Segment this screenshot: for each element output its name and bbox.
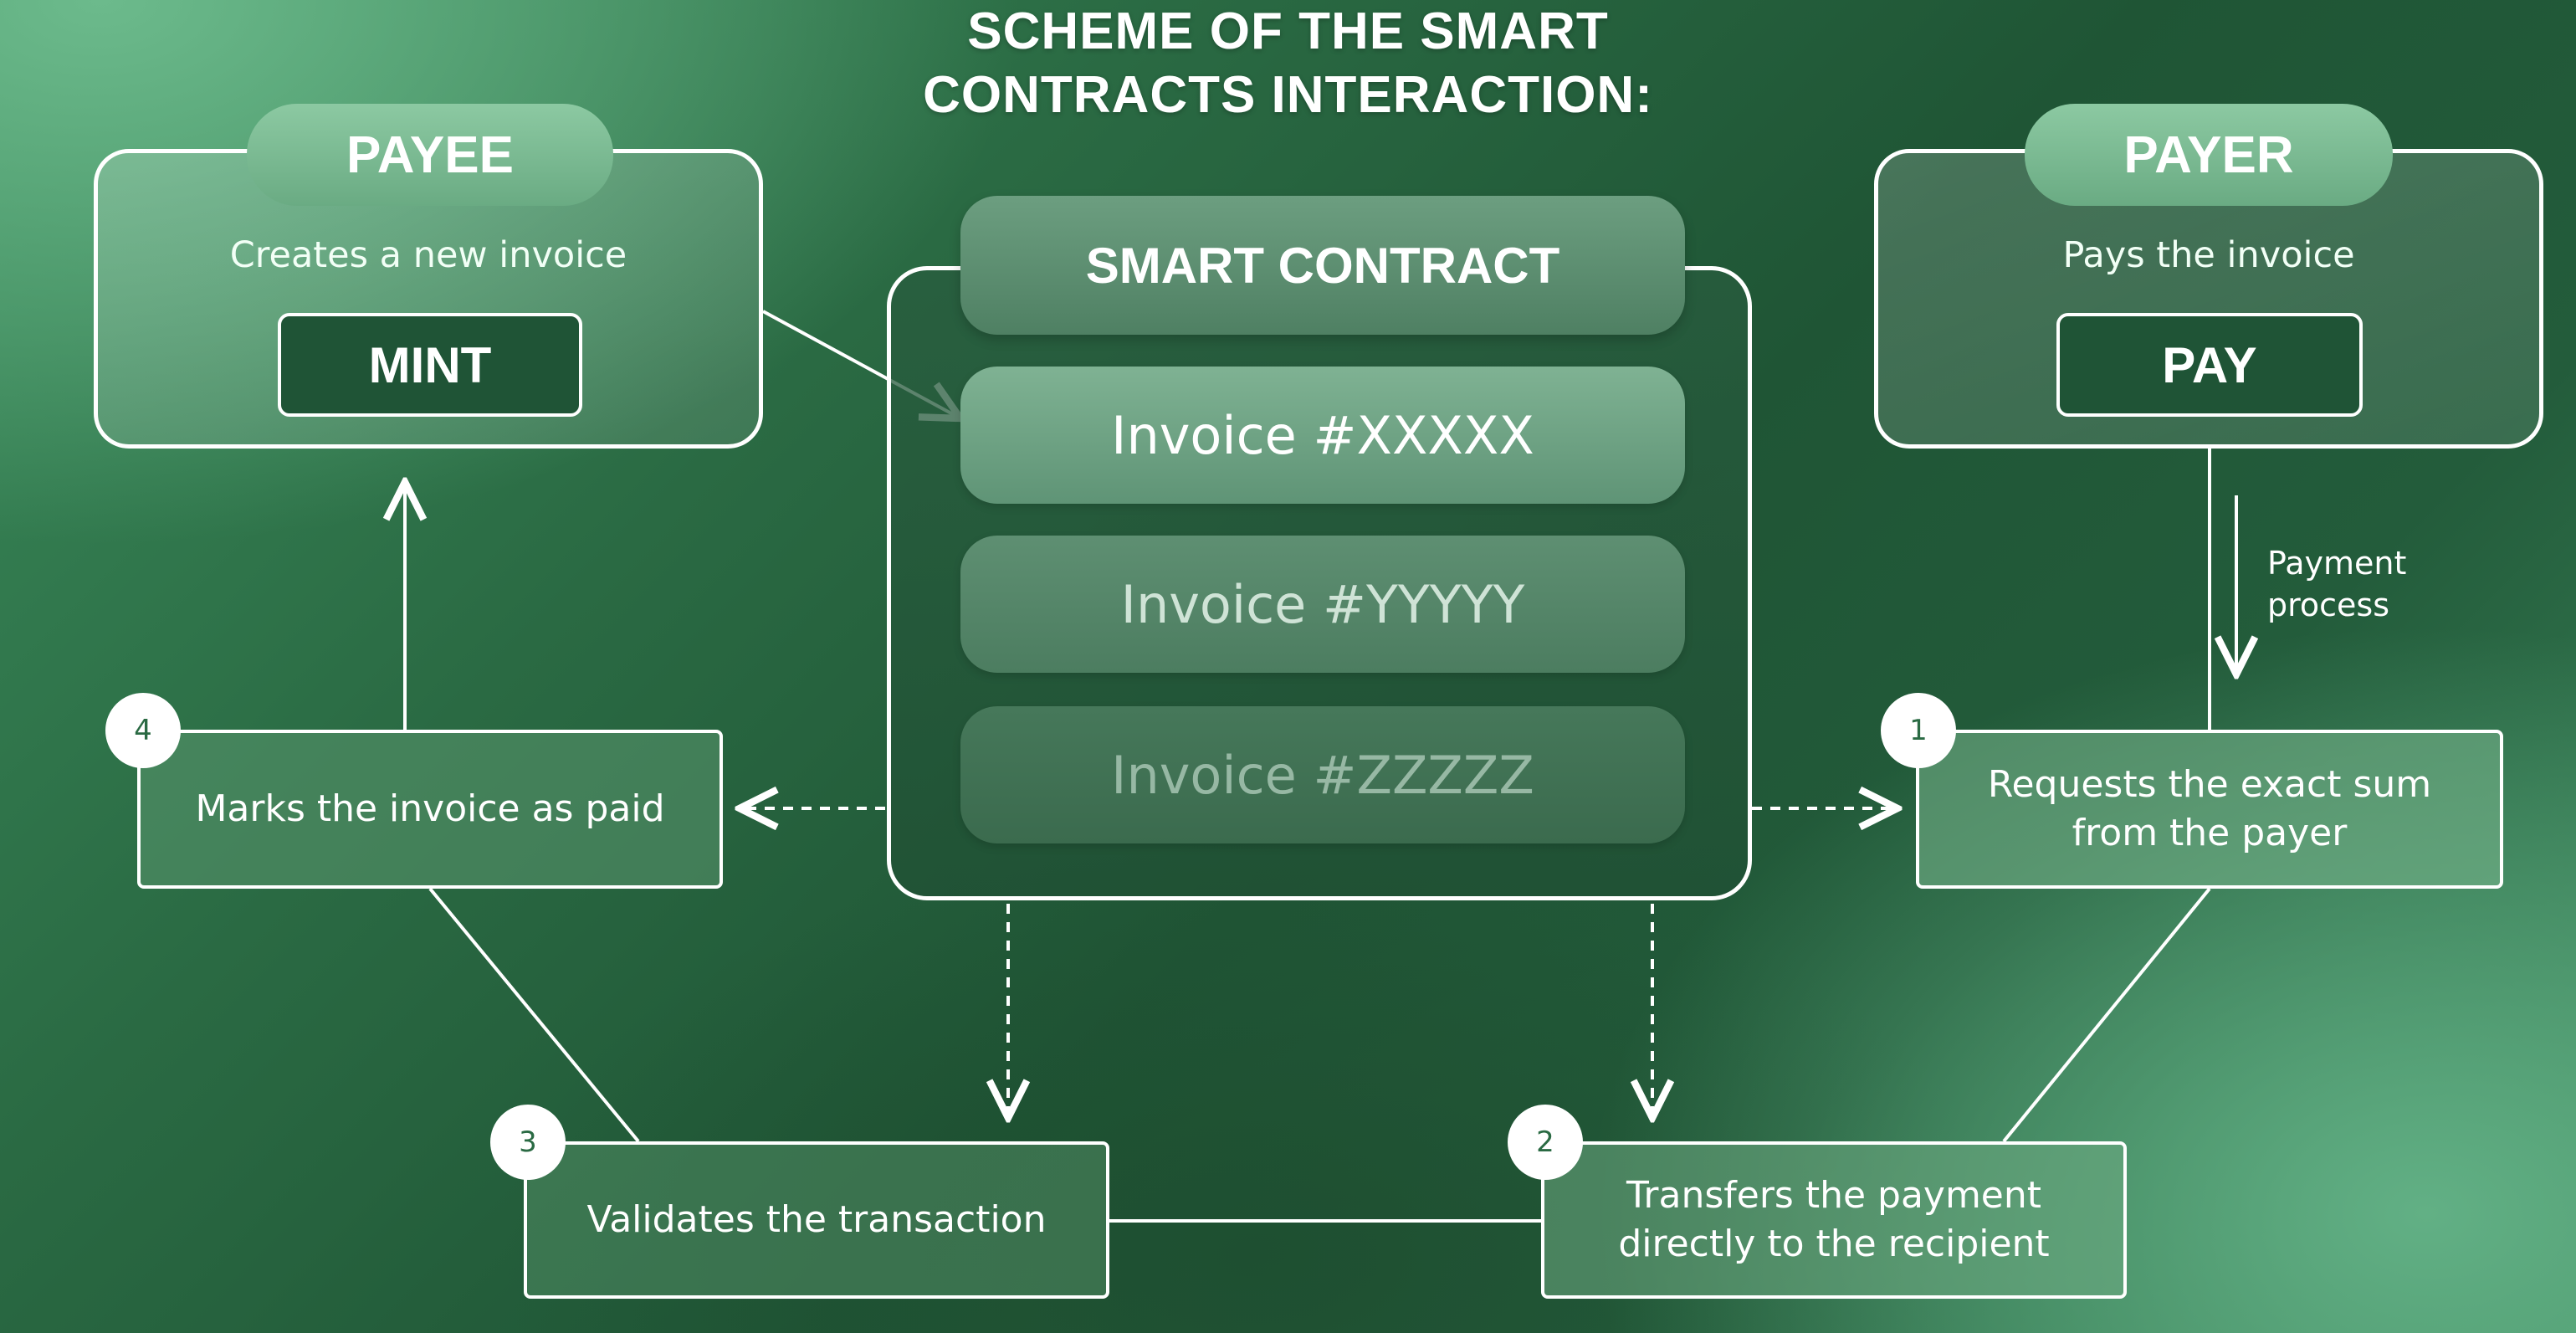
- step-2-text-line-1: Transfers the payment: [1626, 1174, 2042, 1217]
- payer-caption: Pays the invoice: [2062, 234, 2355, 276]
- step-1-text-line-1: Requests the exact sum: [1987, 763, 2432, 806]
- payee-caption: Creates a new invoice: [229, 234, 627, 276]
- step-1-badge: 1: [1881, 693, 1956, 768]
- step-3-badge: 3: [490, 1105, 566, 1180]
- step-2-box: Transfers the payment directly to the re…: [1541, 1141, 2127, 1299]
- invoice-item-yyyyy[interactable]: Invoice #YYYYY: [960, 536, 1685, 673]
- invoice-item-zzzzz[interactable]: Invoice #ZZZZZ: [960, 706, 1685, 843]
- pay-button[interactable]: PAY: [2056, 313, 2363, 417]
- invoice-item-xxxxx[interactable]: Invoice #XXXXX: [960, 367, 1685, 504]
- payer-label: PAYER: [2025, 104, 2393, 206]
- line-step3-to-step4: [428, 887, 640, 1143]
- line-step1-to-step2: [2002, 887, 2211, 1143]
- payment-note-line-1: Payment: [2267, 545, 2407, 582]
- title-line-2: CONTRACTS INTERACTION:: [923, 66, 1653, 124]
- payment-note-line-2: process: [2267, 587, 2390, 623]
- step-3-text: Validates the transaction: [586, 1198, 1047, 1241]
- step-2-text-line-2: directly to the recipient: [1618, 1223, 2050, 1265]
- step-1-text-line-2: from the payer: [2072, 812, 2348, 854]
- step-3-box: Validates the transaction: [524, 1141, 1109, 1299]
- step-4-text: Marks the invoice as paid: [195, 787, 665, 830]
- title-line-1: SCHEME OF THE SMART: [967, 3, 1609, 60]
- diagram-title: SCHEME OF THE SMART CONTRACTS INTERACTIO…: [0, 0, 2576, 127]
- payee-label: PAYEE: [247, 104, 613, 206]
- step-2-badge: 2: [1508, 1105, 1583, 1180]
- payment-process-note: Payment process: [2267, 542, 2468, 626]
- smart-contract-label: SMART CONTRACT: [960, 196, 1685, 335]
- mint-button[interactable]: MINT: [278, 313, 582, 417]
- step-1-box: Requests the exact sum from the payer: [1916, 730, 2503, 889]
- step-4-box: Marks the invoice as paid: [137, 730, 723, 889]
- step-4-badge: 4: [105, 693, 181, 768]
